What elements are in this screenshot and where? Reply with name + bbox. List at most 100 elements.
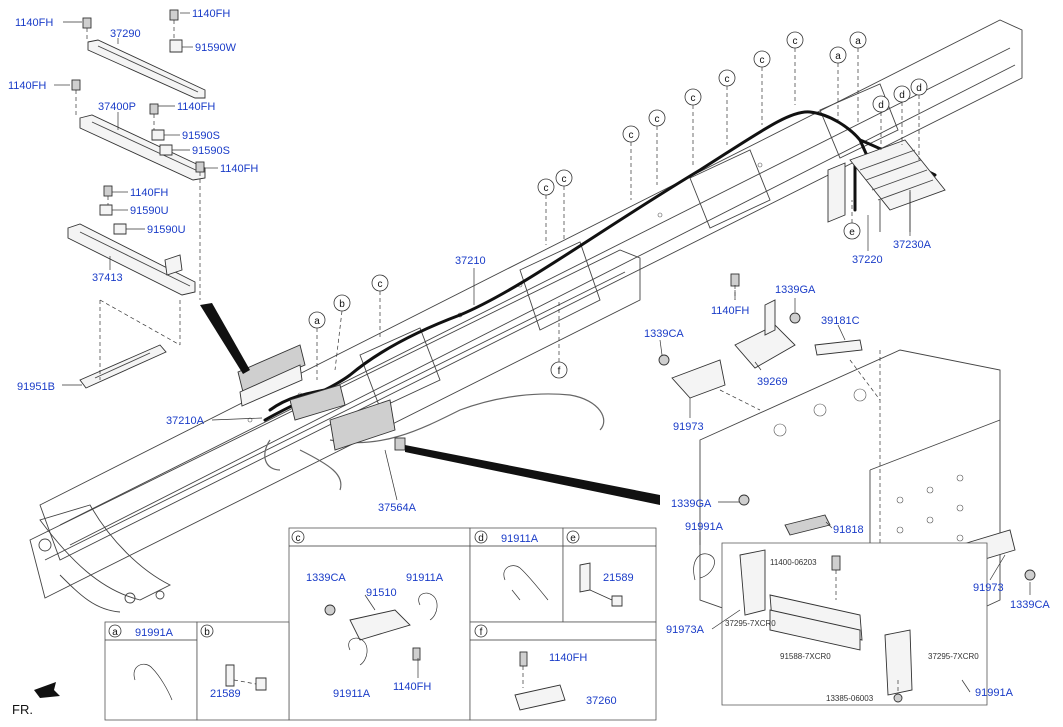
callout-e: e [843,222,861,240]
label-91951b: 91951B [17,381,55,393]
svg-text:c: c [378,279,383,290]
panel-b-part: 21589 [210,688,241,700]
label-1140fh-g: 1140FH [711,305,749,317]
svg-text:d: d [878,100,884,111]
panel-c-part-1: 1339CA [306,572,346,584]
front-harness-module [237,344,406,451]
panel-c-part-5: 1140FH [393,681,431,693]
label-1339ca-b: 1339CA [1010,599,1050,611]
label-1140fh-c: 1140FH [8,80,46,92]
detail-box [721,542,988,706]
panel-c-part-4: 91911A [333,688,371,700]
callout-c3: c [555,169,573,187]
label-37210a: 37210A [166,415,205,427]
label-front: FR. [12,702,33,717]
callout-c6: c [684,88,702,106]
label-91590s-b: 91590S [192,145,230,157]
callout-c2: c [537,178,555,196]
label-37230a: 37230A [893,239,932,251]
svg-text:e: e [570,533,576,544]
panel-f-letter: f [474,624,488,638]
callout-c9: c [786,31,804,49]
callout-f: f [550,361,568,379]
label-91590s-a: 91590S [182,130,220,142]
svg-text:f: f [558,366,561,377]
callout-c5: c [648,109,666,127]
panel-a-letter: a [108,624,122,638]
callout-d3: d [910,78,928,96]
label-37564a: 37564A [378,502,417,514]
label-39269: 39269 [757,376,788,388]
label-1140fh-e: 1140FH [220,163,258,175]
callout-d2: d [893,85,911,103]
svg-text:a: a [855,36,861,47]
label-1339ga-a: 1339GA [775,284,816,296]
svg-text:f: f [480,627,483,638]
detail-label-3: 91588-7XCR0 [780,652,831,661]
svg-text:c: c [760,55,765,66]
front-arrow-icon [34,682,60,698]
svg-text:a: a [314,316,320,327]
callout-c7: c [718,69,736,87]
rear-connector-bracket [827,139,946,232]
svg-text:c: c [544,183,549,194]
label-91590w: 91590W [195,42,237,54]
svg-text:d: d [916,83,922,94]
label-37290: 37290 [110,28,141,40]
svg-text:c: c [725,74,730,85]
label-91973-a: 91973 [673,421,704,433]
callout-a3: a [849,31,867,49]
svg-text:a: a [112,627,118,638]
svg-text:e: e [849,227,855,238]
panel-e [562,527,657,623]
label-39181c: 39181C [821,315,860,327]
callout-c8: c [753,50,771,68]
label-91973-b: 91973 [973,582,1004,594]
callout-d1: d [872,95,890,113]
svg-text:b: b [339,299,345,310]
panel-a-part: 91991A [135,627,174,639]
label-37210: 37210 [455,255,486,267]
label-1140fh-b: 1140FH [192,8,230,20]
callout-markers: a b c c c c c c c c c a a d d d e f [308,31,928,380]
panel-e-part: 21589 [603,572,634,584]
panel-c-part-3: 91911A [406,572,444,584]
callout-a: a [308,311,326,329]
panel-d-letter: d [474,530,488,544]
leader-lines [54,12,1031,693]
panel-e-letter: e [566,530,580,544]
svg-text:b: b [204,627,210,638]
detail-panels: c d e f a b [104,527,657,721]
svg-text:d: d [899,90,905,101]
svg-text:c: c [691,93,696,104]
callout-a2: a [829,46,847,64]
label-1140fh-a: 1140FH [15,17,53,29]
svg-text:c: c [562,174,567,185]
label-1339ca-a: 1339CA [644,328,684,340]
left-exploded-parts [67,9,206,389]
label-1339ga-b: 1339GA [671,498,712,510]
callout-c4: c [622,125,640,143]
part-labels: 1140FH 37290 1140FH 91590W 1140FH 37400P… [8,8,1050,717]
panel-d-part: 91911A [501,533,539,545]
label-1140fh-d: 1140FH [177,101,215,113]
detail-label-4: 37295-7XCR0 [928,652,979,661]
panel-b [196,621,290,721]
svg-text:c: c [629,130,634,141]
detail-label-1: 11400-06203 [770,558,817,567]
panel-f-part-2: 37260 [586,695,617,707]
svg-text:c: c [655,114,660,125]
label-91973a: 91973A [666,624,705,636]
panel-c-letter: c [291,530,305,544]
label-1140fh-f: 1140FH [130,187,168,199]
callout-c1: c [371,274,389,292]
panel-a [104,621,198,721]
label-37400p: 37400P [98,101,136,113]
detail-label-5: 13385-06003 [826,694,874,703]
panel-f-part-1: 1140FH [549,652,587,664]
label-91991a-a: 91991A [685,521,724,533]
svg-text:a: a [835,51,841,62]
chassis-frame [29,19,1023,613]
panel-c-part-2: 91510 [366,587,397,599]
